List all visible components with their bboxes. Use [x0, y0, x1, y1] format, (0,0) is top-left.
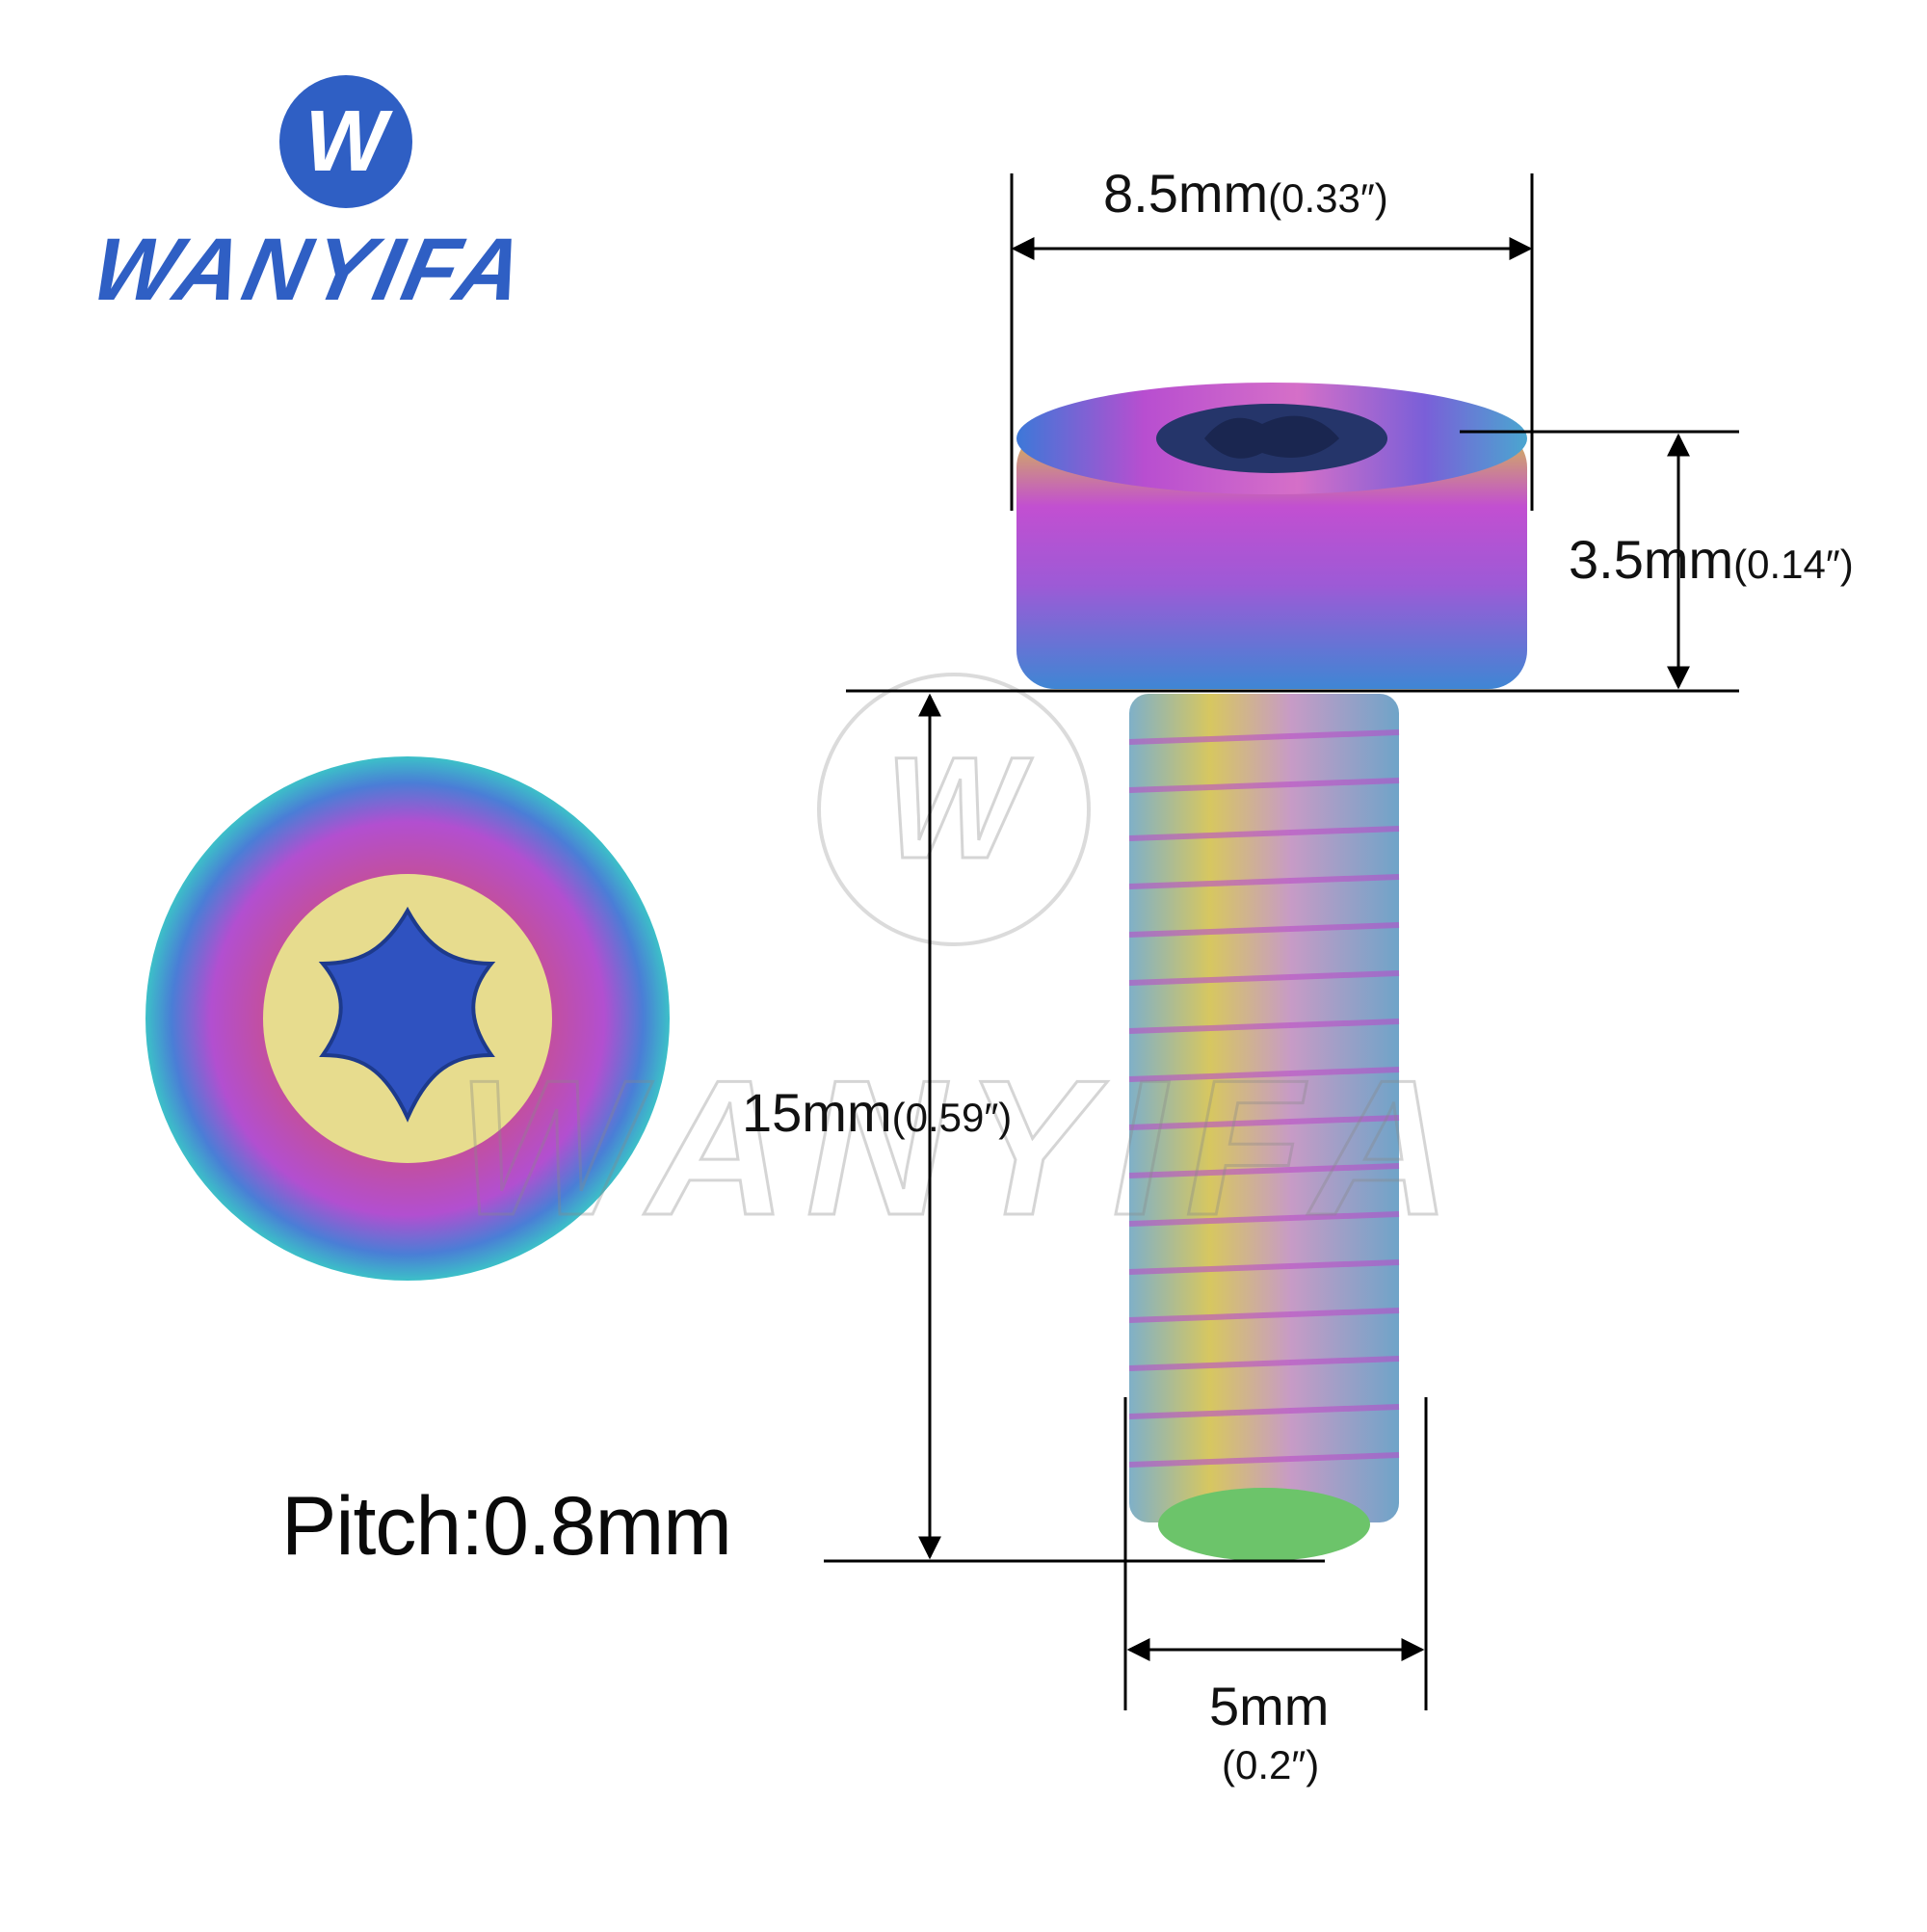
screw-side-view [1016, 383, 1527, 1561]
svg-text:W: W [885, 727, 1033, 888]
head-end-view [145, 756, 670, 1281]
watermark: W WANYIFA [456, 673, 1469, 1257]
head-width-mm: 8.5mm [1103, 163, 1269, 224]
thread-diameter-mm: 5mm [1209, 1676, 1330, 1736]
dimension-lines [824, 173, 1739, 1710]
thread-diameter-in: (0.2″) [1222, 1742, 1320, 1787]
pitch-label: Pitch:0.8mm [281, 1480, 732, 1573]
thread-lines [1128, 729, 1400, 1468]
length-in: (0.59″) [891, 1095, 1013, 1140]
torx-socket-side [1204, 415, 1339, 459]
head-width-in: (0.33″) [1268, 175, 1388, 221]
brand-wordmark: WANYIFA [84, 221, 537, 319]
brand-badge: W [279, 75, 412, 208]
length-label: 15mm(0.59″) [742, 1081, 1012, 1144]
head-height-label: 3.5mm(0.14″) [1569, 528, 1854, 591]
head-height-in: (0.14″) [1733, 542, 1854, 587]
head-height-mm: 3.5mm [1569, 529, 1734, 590]
torx-socket-end [318, 906, 496, 1123]
head-width-label: 8.5mm(0.33″) [1103, 162, 1388, 225]
svg-text:WANYIFA: WANYIFA [457, 1041, 1469, 1256]
length-mm: 15mm [742, 1082, 892, 1143]
